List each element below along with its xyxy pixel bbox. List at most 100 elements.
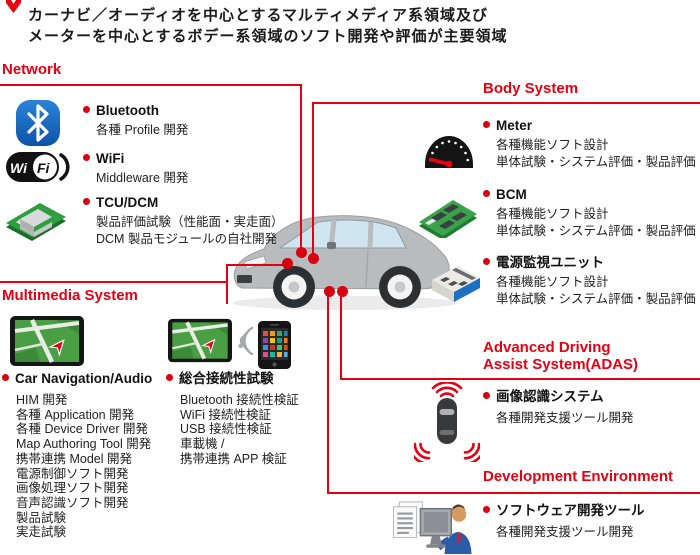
bullet-icon xyxy=(83,198,90,205)
item-label: TCU/DCM xyxy=(96,195,159,210)
bullet-icon xyxy=(166,374,173,381)
item-line: 携帯連携 Model 開発 xyxy=(16,451,132,466)
connector-dot xyxy=(296,247,307,258)
item-label: Meter xyxy=(496,118,533,133)
multimedia-item-car-navigation-audio: Car Navigation/Audio HIM 開発 各種 Applicati… xyxy=(2,371,152,540)
body-system-connector-line xyxy=(312,102,314,258)
item-line: 各種機能ソフト設計 xyxy=(496,207,609,221)
bullet-icon xyxy=(483,258,490,265)
network-connector-line xyxy=(0,84,302,86)
body-system-section-title: Body System xyxy=(483,80,579,97)
item-label: WiFi xyxy=(96,151,125,166)
item-line: 単体試験・システム評価・製品評価 xyxy=(496,155,696,169)
item-label: 総合接続性試験 xyxy=(179,371,274,386)
body-item-meter: Meter 各種機能ソフト設計 単体試験・システム評価・製品評価 xyxy=(483,118,696,171)
multimedia-section-title: Multimedia System xyxy=(2,287,138,304)
header-line-1: カーナビ／オーディオを中心とするマルティメディア系領域及び xyxy=(28,7,488,24)
item-label: 画像認識システム xyxy=(496,389,604,404)
nav-screen-icon xyxy=(10,316,84,366)
item-line: HIM 開発 xyxy=(16,393,68,407)
connector-dot xyxy=(324,286,335,297)
item-label: BCM xyxy=(496,187,527,202)
connector-dot xyxy=(308,253,319,264)
meter-icon xyxy=(425,136,473,168)
adas-item-image-recognition: 画像認識システム 各種開発支援ツール開発 xyxy=(483,389,634,427)
item-line: 製品評価試験（性能面・実走面） xyxy=(96,215,284,229)
item-line: 実走試験 xyxy=(16,525,67,540)
car-glass xyxy=(278,219,407,249)
dev-env-connector-line xyxy=(327,291,329,494)
item-line: Middleware 開発 xyxy=(96,171,189,185)
item-line: 音声認識ソフト開発 xyxy=(16,495,129,510)
item-line: DCM 製品モジュールの自社開発 xyxy=(96,232,278,246)
wifi-logo-icon: Wi Fi xyxy=(6,152,70,182)
network-item-tcu-dcm: TCU/DCM 製品評価試験（性能面・実走面） DCM 製品モジュールの自社開発 xyxy=(83,195,284,248)
adas-radar-car-icon xyxy=(414,382,480,462)
item-line: 単体試験・システム評価・製品評価 xyxy=(496,224,696,238)
item-line: 各種 Application 開発 xyxy=(16,407,135,422)
item-line: 画像処理ソフト開発 xyxy=(16,481,129,496)
item-line: 携帯連携 APP 検証 xyxy=(180,451,287,466)
smartphone-icon xyxy=(258,321,291,369)
wifi-logo-wi-text: Wi xyxy=(10,160,28,176)
network-item-bluetooth: Bluetooth 各種 Profile 開発 xyxy=(83,103,188,139)
adas-title-line-2: Assist System(ADAS) xyxy=(483,356,639,373)
adas-connector-line xyxy=(340,378,700,380)
item-line: 各種開発支援ツール開発 xyxy=(496,525,634,539)
item-line: Bluetooth 接続性検証 xyxy=(180,393,299,407)
item-label: ソフトウェア開発ツール xyxy=(496,503,645,518)
car-illustration xyxy=(233,215,457,310)
connector-dot xyxy=(282,258,293,269)
bullet-icon xyxy=(83,106,90,113)
item-line: 製品試験 xyxy=(16,510,67,525)
item-line: 電源制御ソフト開発 xyxy=(16,466,129,481)
network-connector-line xyxy=(300,84,302,254)
tcu-board-icon xyxy=(6,203,66,241)
multimedia-connector-line xyxy=(0,281,228,283)
nav-cursor xyxy=(200,338,216,355)
item-line: 単体試験・システム評価・製品評価 xyxy=(496,292,696,306)
network-section-title: Network xyxy=(2,61,62,78)
item-line: 各種開発支援ツール開発 xyxy=(496,411,634,425)
bullet-icon xyxy=(83,154,90,161)
header-line-2: メーターを中心とするボデー系領域のソフト開発や評価が主要領域 xyxy=(28,28,508,45)
bullet-icon xyxy=(483,190,490,197)
adas-connector-line xyxy=(340,291,342,380)
power-unit-icon xyxy=(432,266,480,302)
item-label: Car Navigation/Audio xyxy=(15,371,153,386)
wifi-logo-fi-text: Fi xyxy=(37,160,51,176)
dev-env-connector-line xyxy=(327,492,700,494)
dev-env-item-software-tools: ソフトウェア開発ツール 各種開発支援ツール開発 xyxy=(483,503,645,541)
body-item-bcm: BCM 各種機能ソフト設計 単体試験・システム評価・製品評価 xyxy=(483,187,696,240)
adas-title-line-1: Advanced Driving xyxy=(483,339,611,356)
bcm-board-icon xyxy=(419,200,477,238)
wireless-waves-icon xyxy=(238,326,254,356)
dev-tools-icon xyxy=(392,501,472,554)
dev-env-section-title: Development Environment xyxy=(483,468,674,485)
multimedia-connector-line xyxy=(226,264,286,266)
item-line: 車載機 / xyxy=(180,437,225,452)
bullet-icon xyxy=(2,374,9,381)
bullet-icon xyxy=(483,121,490,128)
item-line: 各種機能ソフト設計 xyxy=(496,138,609,152)
connector-dot xyxy=(337,286,348,297)
adas-section-title: Advanced Driving Assist System(ADAS) xyxy=(483,339,638,373)
body-item-power-monitor-unit: 電源監視ユニット 各種機能ソフト設計 単体試験・システム評価・製品評価 xyxy=(483,255,696,308)
item-label: 電源監視ユニット xyxy=(496,255,604,270)
item-line: 各種 Profile 開発 xyxy=(96,123,189,137)
item-line: USB 接続性検証 xyxy=(180,422,272,437)
item-line: WiFi 接続性検証 xyxy=(180,407,271,422)
bluetooth-icon xyxy=(16,100,60,146)
multimedia-connector-line xyxy=(226,264,228,304)
item-line: 各種機能ソフト設計 xyxy=(496,275,609,289)
meter-needle xyxy=(429,157,449,166)
network-item-wifi: WiFi Middleware 開発 xyxy=(83,151,188,187)
header-arrow-icon xyxy=(6,0,21,13)
nav-cursor xyxy=(48,338,65,357)
bluetooth-rune xyxy=(27,104,49,142)
nav-screen-icon xyxy=(168,318,232,363)
item-label: Bluetooth xyxy=(96,103,159,118)
bullet-icon xyxy=(483,392,490,399)
item-line: Map Authoring Tool 開発 xyxy=(16,437,152,452)
